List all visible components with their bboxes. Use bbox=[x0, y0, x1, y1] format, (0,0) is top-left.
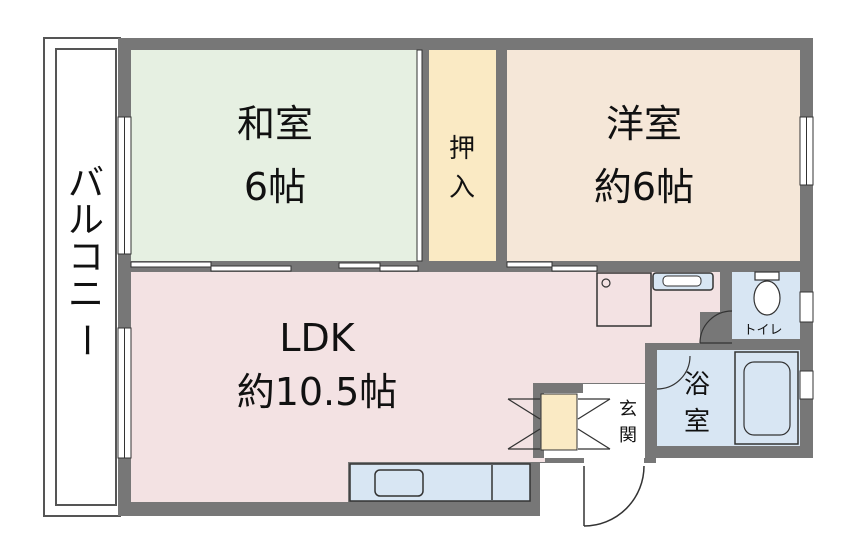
room-ldk bbox=[131, 272, 720, 502]
toilet-door bbox=[699, 310, 733, 344]
oshiire-char-2: 入 bbox=[449, 173, 475, 203]
kitchen-sink bbox=[374, 469, 424, 497]
washitsu-size: 6帖 bbox=[244, 165, 306, 209]
toilet-tank bbox=[754, 271, 780, 281]
ldk-name: LDK bbox=[279, 316, 355, 360]
balcony-char-1: バ bbox=[68, 163, 104, 204]
balcony-inner bbox=[55, 48, 117, 506]
entrance-door bbox=[583, 465, 645, 527]
windows-right bbox=[799, 116, 814, 400]
shoe-box bbox=[540, 393, 578, 451]
oshiire-char-1: 押 bbox=[449, 134, 475, 164]
ldk-size: 約10.5帖 bbox=[237, 370, 398, 414]
bathtub-inner bbox=[743, 361, 791, 436]
wash-basin-bowl bbox=[662, 275, 702, 287]
bath-char-1: 浴 bbox=[684, 370, 710, 400]
washitsu-name: 和室 bbox=[237, 102, 313, 146]
windows-left bbox=[117, 116, 132, 459]
genkan-char-1: 玄 bbox=[619, 399, 637, 420]
genkan-char-2: 関 bbox=[619, 425, 637, 446]
sliding-door-washitsu bbox=[130, 261, 292, 272]
bath-door bbox=[656, 355, 691, 390]
bath-char-2: 室 bbox=[684, 407, 710, 437]
genkan-door-right bbox=[577, 398, 611, 450]
toilet-label: トイレ bbox=[743, 323, 782, 338]
sliding-door-youshitsu bbox=[506, 261, 598, 272]
genkan-step-wall bbox=[533, 383, 583, 393]
entrance-gap bbox=[584, 456, 644, 466]
balcony-char-2: ル bbox=[68, 200, 104, 241]
youshitsu-size: 約6帖 bbox=[594, 165, 694, 209]
sliding-door-oshiire bbox=[338, 262, 419, 272]
washer-space bbox=[596, 272, 652, 327]
washer-drain bbox=[601, 278, 611, 288]
youshitsu-name: 洋室 bbox=[606, 102, 682, 146]
balcony-char-3: コ bbox=[68, 237, 104, 278]
room-washitsu bbox=[131, 50, 418, 261]
genkan-door-left bbox=[507, 398, 541, 450]
balcony-char-5: ー bbox=[65, 322, 106, 358]
room-oshiire bbox=[429, 50, 496, 261]
washitsu-oshiire-door bbox=[416, 49, 423, 262]
toilet-bowl bbox=[753, 280, 781, 316]
room-youshitsu bbox=[507, 50, 800, 261]
balcony-char-4: ニ bbox=[68, 274, 104, 315]
